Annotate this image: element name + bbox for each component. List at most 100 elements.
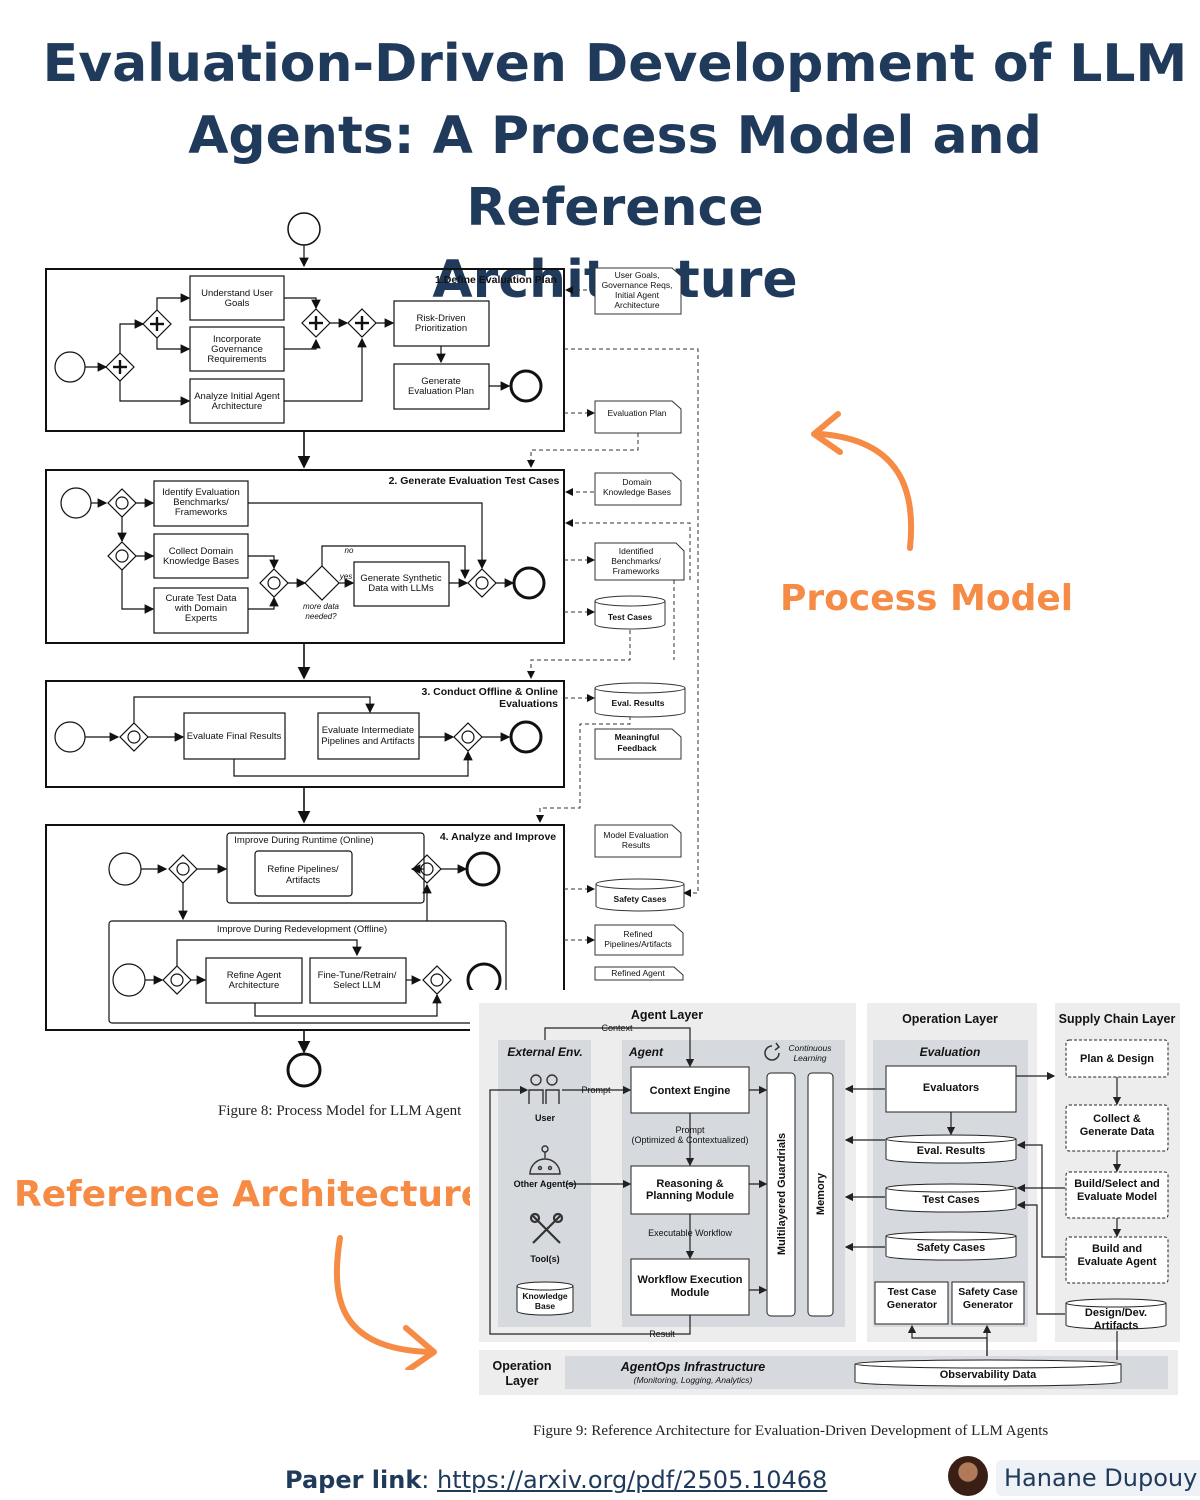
- artifact-label: Identified: [619, 546, 654, 556]
- process-model-figure: 1.Define Evaluation Plan Understand User…: [45, 212, 699, 1088]
- agentops-sub-label: (Monitoring, Logging, Analytics): [634, 1375, 753, 1385]
- design-artifacts-label: Design/Dev.: [1085, 1307, 1147, 1319]
- safety-case-generator-label: Generator: [963, 1299, 1013, 1311]
- tools-icon: [529, 1212, 564, 1244]
- reference-architecture-label: Reference Architecture: [14, 1174, 486, 1215]
- task-label: Understand User: [201, 288, 273, 299]
- artifact-label: Refined: [623, 929, 653, 939]
- author-name: Hanane Dupouy: [996, 1460, 1200, 1496]
- page-title: Evaluation-Driven Development of LLM Age…: [40, 28, 1190, 316]
- artifact-label: Governance Reqs,: [602, 280, 673, 290]
- title-line-2: Agents: A Process Model and Reference: [188, 106, 1042, 238]
- artifact-label: Feedback: [617, 743, 656, 753]
- other-agents-label: Other Agent(s): [514, 1179, 577, 1189]
- task-label: Generate Synthetic: [360, 573, 442, 584]
- flow-label: Context: [601, 1023, 633, 1033]
- workflow-label: Workflow Execution: [638, 1274, 743, 1286]
- continuous-learning-label: Continuous: [788, 1043, 832, 1053]
- title-line-1: Evaluation-Driven Development of LLM: [42, 34, 1188, 94]
- artifact-label: Knowledge Bases: [603, 487, 671, 497]
- context-engine-box: [630, 1066, 750, 1114]
- task-label: Fine-Tune/Retrain/: [318, 970, 397, 981]
- operation-layer-bottom-label: Operation: [492, 1359, 551, 1373]
- task-label: Evaluate Intermediate: [322, 725, 414, 736]
- flow-label: yes: [339, 572, 352, 581]
- test-case-generator-label: Test Case: [888, 1286, 937, 1298]
- task-label: Curate Test Data: [165, 593, 237, 604]
- plan-design-label: Plan & Design: [1080, 1053, 1154, 1065]
- reasoning-label: Reasoning &: [656, 1178, 723, 1190]
- artifact-label: Safety Cases: [614, 894, 667, 904]
- artifact-label: Architecture: [614, 300, 660, 310]
- gateway-label: more data: [303, 602, 340, 611]
- artifact-label: User Goals,: [615, 270, 660, 280]
- guardrails-box: [766, 1072, 796, 1317]
- task-label: Refine Agent: [227, 970, 282, 981]
- task-label: Architecture: [212, 401, 263, 412]
- task-label: Evaluate Final Results: [187, 731, 282, 742]
- artifact-label: Pipelines/Artifacts: [604, 939, 672, 949]
- agentops-label: AgentOps Infrastructure: [620, 1360, 766, 1374]
- gateway-label: needed?: [305, 612, 337, 621]
- knowledge-base-label: Base: [535, 1301, 556, 1311]
- task-label: Refine Pipelines/: [267, 864, 339, 875]
- stage-1-frame: [45, 268, 565, 432]
- guardrails-label: Multilayered Guardrials: [776, 1133, 788, 1255]
- end-event: [286, 1052, 322, 1088]
- task-label: Architecture: [229, 980, 280, 991]
- operation-layer-bottom-label: Layer: [505, 1374, 538, 1388]
- artifact-label: Initial Agent: [615, 290, 660, 300]
- build-evaluate-label: Build and: [1092, 1243, 1142, 1255]
- avatar: [948, 1456, 988, 1496]
- memory-label: Memory: [815, 1172, 827, 1215]
- tools-label: Tool(s): [530, 1254, 559, 1264]
- task-label: with Domain: [174, 603, 227, 614]
- refresh-icon: [764, 1042, 781, 1061]
- workflow-module-box: [630, 1258, 750, 1316]
- continuous-learning-label: Learning: [793, 1053, 826, 1063]
- task-label: Frameworks: [175, 507, 228, 518]
- stage-3-title-line-2: Evaluations: [499, 698, 558, 710]
- flow-label: Result: [649, 1329, 675, 1339]
- artifact-label: Model Evaluation: [603, 830, 668, 840]
- paper-link-colon: :: [421, 1466, 438, 1494]
- stage-2-frame: [45, 469, 565, 644]
- stage-1-title: 1.Define Evaluation Plan: [435, 274, 557, 286]
- flow-label: Prompt: [675, 1125, 705, 1135]
- paper-link[interactable]: https://arxiv.org/pdf/2505.10468: [437, 1466, 828, 1494]
- task-label: Goals: [225, 298, 250, 309]
- artifact-label: Meaningful: [615, 732, 660, 742]
- task-label: Requirements: [207, 354, 266, 365]
- artifact-label: Results: [622, 840, 650, 850]
- curved-arrow-icon: [333, 1235, 437, 1370]
- build-select-label: Evaluate Model: [1077, 1191, 1157, 1203]
- observability-label: Observability Data: [940, 1369, 1037, 1381]
- task-label: Generate: [421, 376, 461, 387]
- task-label: Risk-Driven: [416, 313, 465, 324]
- paper-link-row: Paper link: https://arxiv.org/pdf/2505.1…: [285, 1466, 827, 1494]
- safety-cases-label: Safety Cases: [917, 1242, 986, 1254]
- flow-label: Executable Workflow: [648, 1228, 732, 1238]
- task-label: Prioritization: [415, 323, 467, 334]
- agent-layer-title: Agent Layer: [631, 1008, 703, 1022]
- task-label: Experts: [185, 613, 217, 624]
- process-model-label: Process Model: [780, 578, 1074, 619]
- flow-label: Prompt: [581, 1085, 611, 1095]
- stage-3-frame: [45, 680, 565, 788]
- artifact-label: Domain: [622, 477, 652, 487]
- artifact-label: Refined Agent: [611, 968, 665, 978]
- subprocess-label: Improve During Redevelopment (Offline): [217, 924, 387, 935]
- artifact-label: Test Cases: [608, 612, 653, 622]
- task-label: Pipelines and Artifacts: [321, 736, 415, 747]
- test-cases-label: Test Cases: [922, 1194, 979, 1206]
- robot-icon: [529, 1145, 561, 1175]
- agent-title: Agent: [628, 1045, 664, 1059]
- user-icon: [528, 1074, 560, 1104]
- build-evaluate-label: Evaluate Agent: [1077, 1256, 1156, 1268]
- knowledge-base-label: Knowledge: [522, 1291, 568, 1301]
- reference-architecture-figure: Agent Layer Operation Layer Supply Chain…: [470, 990, 1190, 1450]
- evaluators-label: Evaluators: [923, 1082, 979, 1094]
- stage-4-title: 4. Analyze and Improve: [440, 831, 556, 843]
- flow-label: no: [345, 546, 354, 555]
- task-label: Data with LLMs: [368, 583, 434, 594]
